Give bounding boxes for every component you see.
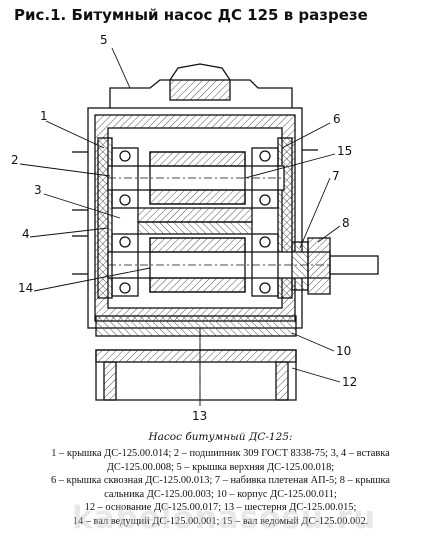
callout-7: 7 (332, 169, 340, 183)
callout-15: 15 (337, 144, 352, 158)
gland-packing-7 (291, 241, 309, 291)
figure-caption: Насос битумный ДС-125: (148, 431, 293, 443)
parts-legend: 1 – крышка ДС-125.00.014; 2 – подшипник … (8, 447, 433, 529)
callout-6: 6 (333, 112, 341, 126)
watermark: kabelonasosu.ru (72, 500, 377, 536)
bearing-2-upper-left (111, 147, 139, 209)
callout-12: 12 (342, 375, 357, 389)
legend-line: ДС-125.00.008; 5 – крышка верхняя ДС-125… (106, 461, 335, 473)
figure-title: Рис.1. Битумный насос ДС 125 в разрезе (14, 6, 368, 24)
top-cover-5 (109, 63, 293, 108)
callout-5: 5 (100, 33, 108, 47)
callout-13: 13 (192, 409, 207, 423)
callout-1: 1 (40, 109, 48, 123)
bearing-lower-left (111, 233, 139, 297)
legend-line: 1 – крышка ДС-125.00.014; 2 – подшипник … (51, 448, 390, 459)
callout-4: 4 (22, 227, 30, 241)
legend-line: 14 – вал ведущий ДС-125.00.001; 15 – вал… (72, 515, 369, 527)
callout-14: 14 (18, 281, 33, 295)
bearing-upper-right (251, 147, 279, 209)
bearing-lower-right (251, 233, 279, 297)
pump-cross-section-drawing: 5 1 2 3 4 14 6 15 7 8 10 12 13 (11, 33, 379, 423)
callout-8: 8 (342, 216, 350, 230)
gland-cover-8 (307, 237, 331, 295)
legend-line: 6 – крышка сквозная ДС-125.00.013; 7 – н… (50, 475, 391, 487)
callout-10: 10 (336, 344, 351, 358)
legend-line: 12 – основание ДС-125.00.017; 13 – шесте… (84, 502, 357, 514)
callout-2: 2 (11, 153, 19, 167)
callout-3: 3 (34, 183, 42, 197)
legend-line: сальника ДС-125.00.003; 10 – корпус ДС-1… (104, 488, 337, 500)
